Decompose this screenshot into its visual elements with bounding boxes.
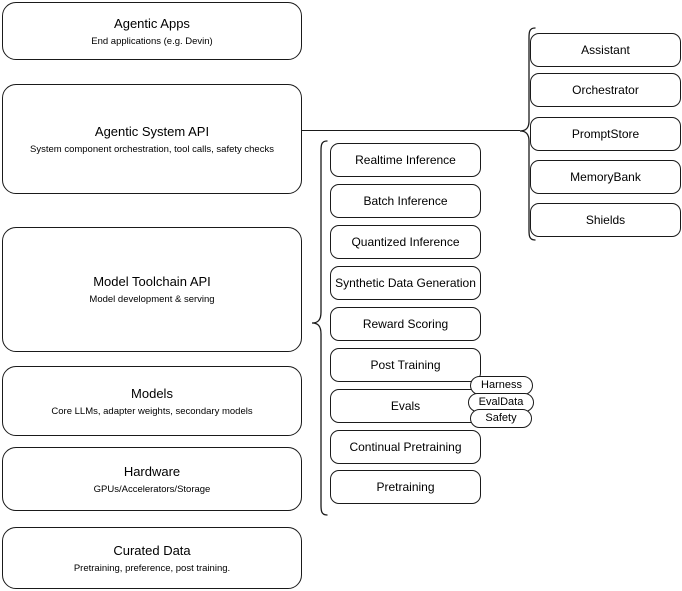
layer-model-toolchain-api[interactable]: Model Toolchain API Model development & …: [2, 227, 302, 352]
capability-label: Pretraining: [376, 480, 435, 494]
layer-curated-data[interactable]: Curated Data Pretraining, preference, po…: [2, 527, 302, 589]
capability-batch-inference[interactable]: Batch Inference: [330, 184, 481, 218]
layer-subtitle: Core LLMs, adapter weights, secondary mo…: [51, 405, 253, 417]
layer-subtitle: End applications (e.g. Devin): [91, 35, 213, 47]
layer-models[interactable]: Models Core LLMs, adapter weights, secon…: [2, 366, 302, 436]
capability-post-training[interactable]: Post Training: [330, 348, 481, 382]
layer-title: Model Toolchain API: [93, 274, 211, 289]
capability-label: Reward Scoring: [362, 317, 449, 331]
system-component-label: Orchestrator: [572, 83, 639, 97]
capability-label: Quantized Inference: [351, 235, 460, 249]
capability-quantized-inference[interactable]: Quantized Inference: [330, 225, 481, 259]
layer-title: Hardware: [123, 463, 181, 479]
system-component-orchestrator[interactable]: Orchestrator: [530, 73, 681, 107]
layer-agentic-apps[interactable]: Agentic Apps End applications (e.g. Devi…: [2, 2, 302, 60]
capability-evals[interactable]: Evals: [330, 389, 481, 423]
capability-realtime-inference[interactable]: Realtime Inference: [330, 143, 481, 177]
system-component-promptstore[interactable]: PromptStore: [530, 117, 681, 151]
capability-label: Continual Pretraining: [349, 440, 462, 454]
capability-label: Synthetic Data Generation: [335, 276, 476, 290]
capability-label: Post Training: [370, 358, 441, 372]
capability-synthetic-data-generation[interactable]: Synthetic Data Generation: [330, 266, 481, 300]
brace-toolchain-capabilities: [308, 140, 328, 516]
capability-continual-pretraining[interactable]: Continual Pretraining: [330, 430, 481, 464]
layer-agentic-system-api[interactable]: Agentic System API System component orch…: [2, 84, 302, 194]
layer-title: Models: [131, 385, 173, 401]
system-component-label: PromptStore: [571, 127, 640, 141]
layer-subtitle: System component orchestration, tool cal…: [30, 143, 274, 155]
system-component-label: Assistant: [581, 43, 630, 57]
capability-reward-scoring[interactable]: Reward Scoring: [330, 307, 481, 341]
brace-system-components: [516, 27, 536, 241]
capability-label: Batch Inference: [363, 194, 448, 208]
layer-title: Agentic Apps: [114, 15, 190, 31]
layer-title: Agentic System API: [94, 123, 210, 139]
layer-subtitle: GPUs/Accelerators/Storage: [93, 483, 211, 495]
layer-hardware[interactable]: Hardware GPUs/Accelerators/Storage: [2, 447, 302, 511]
evals-tag-label: Harness: [481, 379, 522, 391]
connector-line-system-api: [302, 130, 520, 131]
system-component-label: Shields: [585, 213, 626, 227]
capability-pretraining[interactable]: Pretraining: [330, 470, 481, 504]
evals-tag-label: Safety: [485, 412, 517, 424]
evals-tag-evaldata[interactable]: EvalData: [468, 393, 534, 412]
layer-subtitle: Model development & serving: [89, 294, 215, 305]
layer-subtitle: Pretraining, preference, post training.: [73, 562, 231, 574]
evals-tag-label: EvalData: [478, 396, 524, 408]
system-component-assistant[interactable]: Assistant: [530, 33, 681, 67]
system-component-label: MemoryBank: [570, 170, 641, 184]
evals-tag-safety[interactable]: Safety: [470, 409, 532, 428]
system-component-memorybank[interactable]: MemoryBank: [530, 160, 681, 194]
capability-label: Evals: [390, 399, 421, 413]
system-component-shields[interactable]: Shields: [530, 203, 681, 237]
layer-title: Curated Data: [113, 542, 191, 558]
capability-label: Realtime Inference: [355, 153, 456, 167]
